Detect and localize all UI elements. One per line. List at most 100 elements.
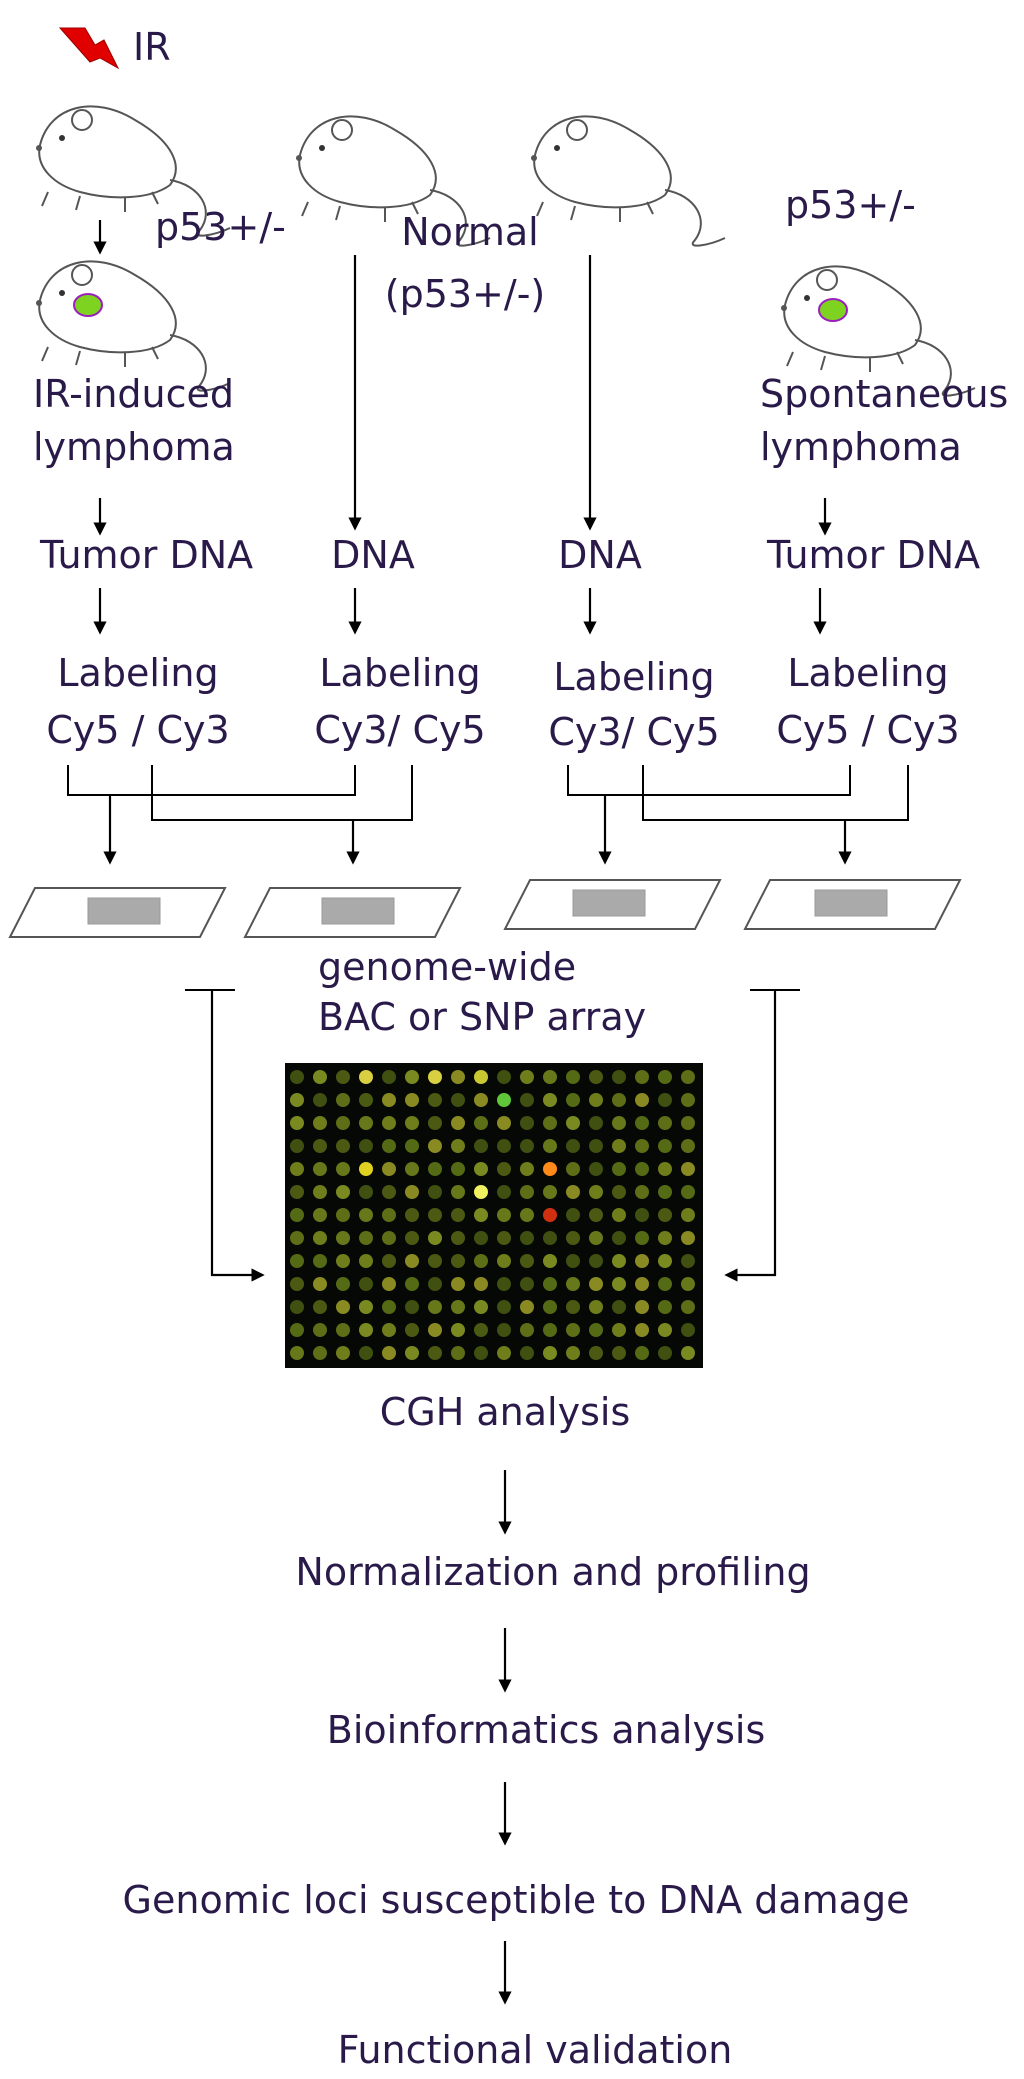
array-spot [290,1093,304,1107]
labeling-label-3: Labeling [553,655,715,699]
array-spot [658,1323,672,1337]
array-spot [681,1231,695,1245]
array-spot [313,1116,327,1130]
array-spot [589,1093,603,1107]
array-spot [566,1300,580,1314]
array-spot [681,1162,695,1176]
array-spot [589,1323,603,1337]
array-spot [497,1277,511,1291]
array-spot [313,1300,327,1314]
array-spot [313,1231,327,1245]
array-spot [382,1116,396,1130]
microarray-slide-icon [243,887,462,938]
array-spot [474,1139,488,1153]
array-spot [290,1231,304,1245]
functional-validation-step: Functional validation [337,2028,733,2072]
array-spot [428,1070,442,1084]
microarray-scan-image [285,1063,703,1368]
array-spot [359,1116,373,1130]
array-spot [451,1116,465,1130]
array-spot [405,1277,419,1291]
array-spot [382,1323,396,1337]
array-spot [497,1116,511,1130]
array-spot [681,1116,695,1130]
array-spot [474,1323,488,1337]
array-spot [336,1254,350,1268]
array-spot [451,1231,465,1245]
array-spot [474,1254,488,1268]
array-spot [635,1346,649,1360]
array-spot [612,1116,626,1130]
array-spot [382,1277,396,1291]
array-spot [635,1208,649,1222]
array-spot [520,1254,534,1268]
array-spot [313,1093,327,1107]
array-spot [336,1277,350,1291]
array-spot [405,1323,419,1337]
labeling-label-2: Labeling [319,651,481,695]
array-spot [497,1139,511,1153]
array-spot [428,1277,442,1291]
array-spot [589,1346,603,1360]
ir-lymphoma-label: lymphoma [33,425,235,469]
array-spot [428,1254,442,1268]
array-spot [428,1208,442,1222]
array-spot [359,1185,373,1199]
array-spot [290,1277,304,1291]
array-spot [451,1093,465,1107]
dye-label-1: Cy5 / Cy3 [46,708,230,752]
array-type-label: genome-wide [318,945,577,989]
array-spot [313,1185,327,1199]
array-spot [336,1139,350,1153]
array-spot [635,1139,649,1153]
array-spot [543,1300,557,1314]
array-spot [658,1070,672,1084]
array-spot [612,1300,626,1314]
array-spot [681,1139,695,1153]
array-spot [612,1208,626,1222]
array-spot [658,1093,672,1107]
array-spot [313,1162,327,1176]
lightning-bolt-icon [58,27,120,70]
labeling-label-4: Labeling [787,651,949,695]
dna-mid-right-label: DNA [558,533,642,577]
array-spot [359,1254,373,1268]
array-spot [681,1254,695,1268]
array-spot [543,1323,557,1337]
array-spot [359,1300,373,1314]
array-spot [612,1093,626,1107]
array-spot [566,1346,580,1360]
array-spot [566,1323,580,1337]
array-spot [290,1185,304,1199]
array-spot [635,1254,649,1268]
array-spot [405,1070,419,1084]
array-spot [520,1139,534,1153]
array-spot [313,1323,327,1337]
array-spot [451,1254,465,1268]
array-spot [428,1346,442,1360]
array-spot [566,1162,580,1176]
array-spot [612,1162,626,1176]
array-spot [589,1231,603,1245]
spontaneous-lymphoma-label: lymphoma [760,425,962,469]
array-spot [635,1093,649,1107]
array-spot [566,1139,580,1153]
array-spot [681,1208,695,1222]
array-spot [681,1093,695,1107]
array-spot [658,1208,672,1222]
array-spot [612,1323,626,1337]
array-spot [566,1185,580,1199]
array-spot [520,1346,534,1360]
array-spot [336,1346,350,1360]
array-spot [520,1070,534,1084]
array-spot [635,1323,649,1337]
array-spot [543,1070,557,1084]
tumor-dna-right-label: Tumor DNA [767,533,981,577]
array-spot [290,1208,304,1222]
array-spot [336,1185,350,1199]
array-spot [359,1139,373,1153]
array-spot [589,1208,603,1222]
normal-label: Normal [401,210,539,254]
array-spot [382,1254,396,1268]
